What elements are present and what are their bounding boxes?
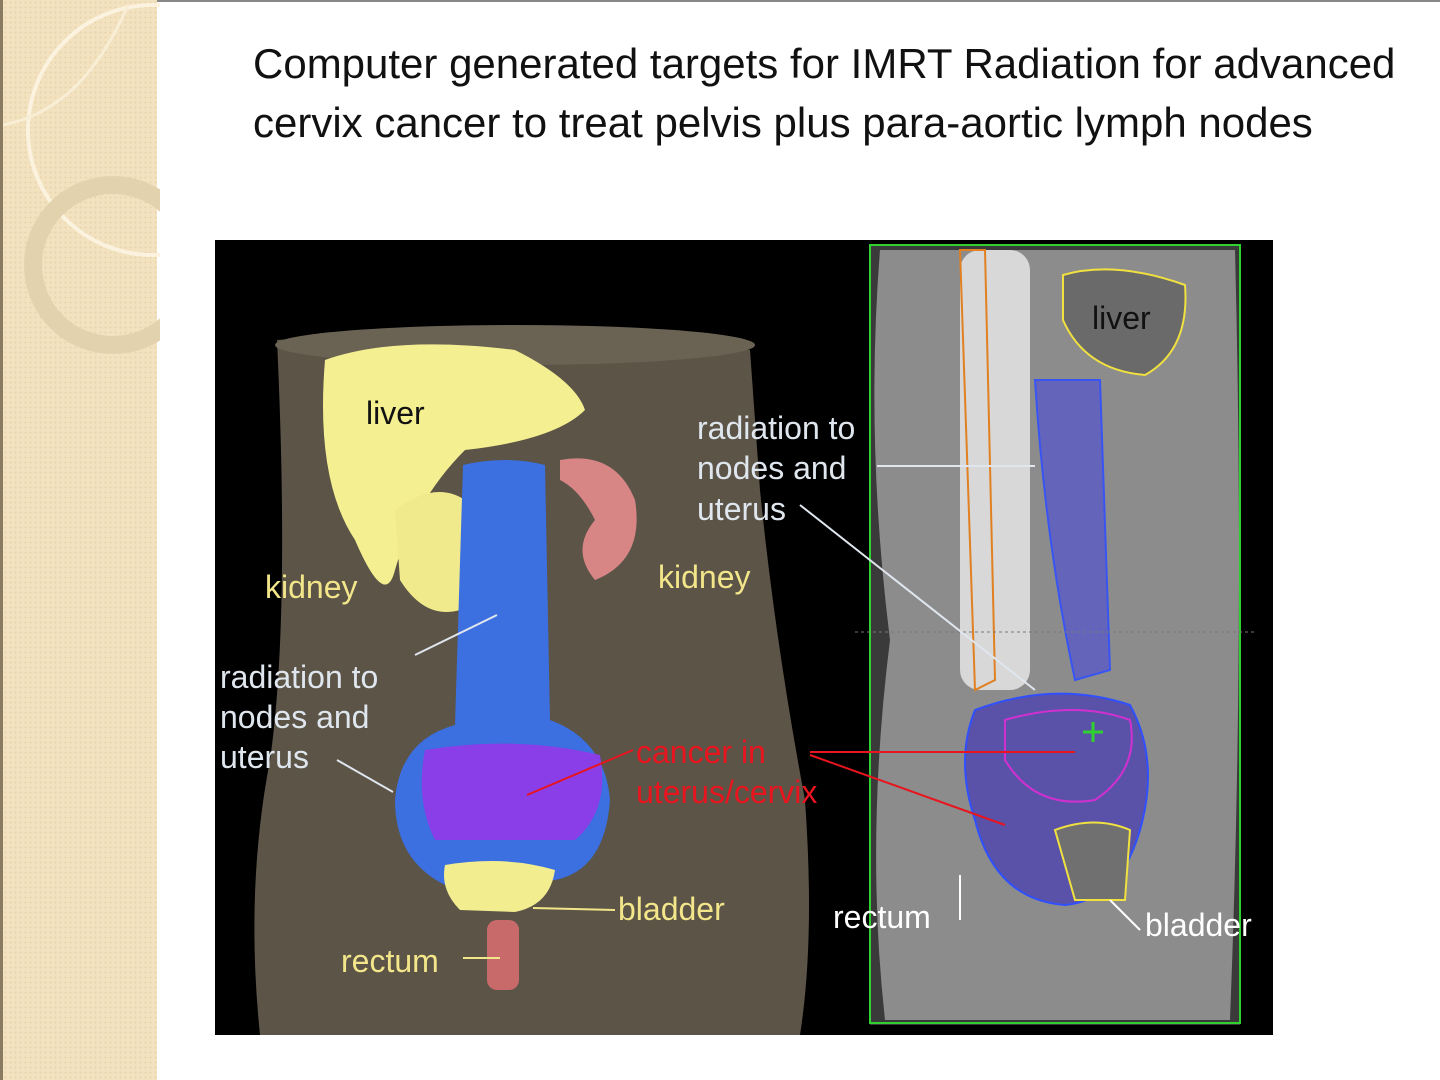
label-radiation-left-3: uterus — [220, 739, 309, 775]
right-kidney-shape — [560, 458, 637, 580]
slide-top-border — [157, 0, 1440, 2]
label-cancer-2: uterus/cervix — [636, 774, 817, 810]
slide-title: Computer generated targets for IMRT Radi… — [253, 40, 1396, 146]
rectum-shape — [487, 920, 519, 990]
left-kidney-shape — [395, 492, 465, 612]
label-radiation-right-3: uterus — [697, 491, 786, 527]
label-liver-right: liver — [1092, 300, 1151, 336]
label-kidney-right: kidney — [658, 559, 751, 595]
label-radiation-right-1: radiation to — [697, 410, 855, 446]
slide-theme-sidebar — [0, 0, 160, 1080]
label-rectum-right: rectum — [833, 899, 931, 935]
label-liver-left: liver — [366, 395, 425, 431]
decorative-circles — [3, 3, 160, 354]
label-radiation-left-2: nodes and — [220, 699, 369, 735]
imrt-target-figure: liver kidney kidney radiation to nodes a… — [215, 240, 1273, 1035]
torso-render — [254, 325, 809, 1035]
label-radiation-right-2: nodes and — [697, 450, 846, 486]
sagittal-ct — [799, 244, 1255, 1025]
uterus-cervix-shape — [421, 743, 603, 840]
label-rectum-left: rectum — [341, 943, 439, 979]
label-kidney-left: kidney — [265, 569, 358, 605]
liver-shape — [323, 344, 585, 585]
label-cancer-1: cancer in — [636, 734, 766, 770]
label-bladder-left: bladder — [618, 891, 725, 927]
bladder-shape — [444, 861, 555, 912]
label-radiation-left-1: radiation to — [220, 659, 378, 695]
label-bladder-right: bladder — [1145, 907, 1252, 943]
